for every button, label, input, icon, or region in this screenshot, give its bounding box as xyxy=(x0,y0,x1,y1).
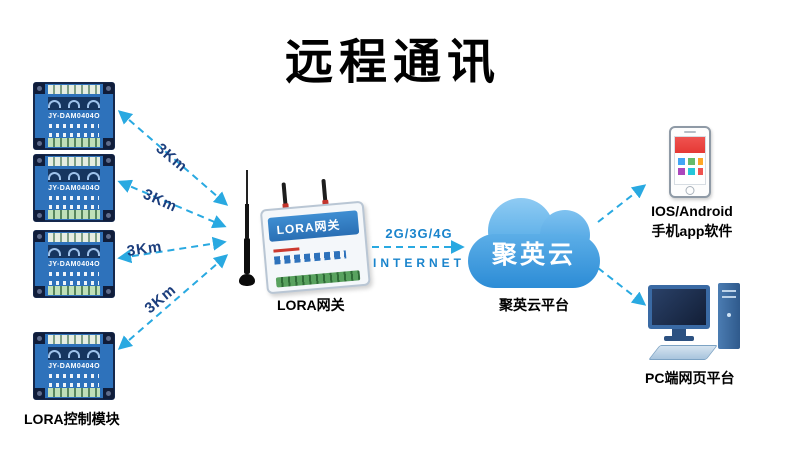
module-model-label: JY-DAM0404O xyxy=(48,113,100,120)
corner-screw-icon xyxy=(103,333,114,344)
corner-screw-icon xyxy=(103,286,114,297)
signal-arc-icon xyxy=(48,248,61,256)
pc-label: PC端网页平台 xyxy=(645,370,735,386)
module-model-label: JY-DAM0404O xyxy=(48,261,100,268)
phone-icon xyxy=(669,126,711,198)
arrow-module2-gateway xyxy=(117,179,227,229)
signal-arc-icon xyxy=(48,350,61,358)
corner-screw-icon xyxy=(34,155,45,166)
modules-label: LORA控制模块 xyxy=(24,411,120,427)
antenna-icon xyxy=(238,170,256,290)
module-header-band xyxy=(48,169,101,182)
module-model-label: JY-DAM0404O xyxy=(48,185,100,192)
pc-monitor-icon xyxy=(648,285,710,329)
corner-screw-icon xyxy=(103,155,114,166)
gateway-header-band: LORA网关 xyxy=(267,210,360,242)
terminal-strip-top xyxy=(48,85,100,94)
arrow-cloud-pc xyxy=(597,267,647,306)
signal-arc-icon xyxy=(87,172,101,180)
gateway-label: LORA网关 xyxy=(277,297,345,313)
terminal-strip-top xyxy=(48,335,100,344)
signal-arc-icon xyxy=(48,172,61,180)
gateway-body: LORA网关 xyxy=(259,200,371,295)
pc-keyboard-icon xyxy=(648,345,718,360)
signal-arc-icon xyxy=(87,100,101,108)
corner-screw-icon xyxy=(103,138,114,149)
corner-screw-icon xyxy=(103,210,114,221)
lora-module-2: JY-DAM0404O xyxy=(33,154,115,222)
module-io-rows xyxy=(49,374,99,387)
lora-gateway-device: LORA网关 xyxy=(259,178,371,295)
module-header-band xyxy=(48,347,101,360)
phone-label: IOS/Android 手机app软件 xyxy=(640,202,744,241)
corner-screw-icon xyxy=(34,333,45,344)
corner-screw-icon xyxy=(34,231,45,242)
terminal-strip-top xyxy=(48,157,100,166)
arrow-cloud-phone xyxy=(597,184,647,223)
terminal-strip-bottom xyxy=(48,286,100,295)
phone-label-line1: IOS/Android xyxy=(651,203,733,219)
signal-arc-icon xyxy=(87,248,101,256)
module-io-rows xyxy=(49,272,99,285)
corner-screw-icon xyxy=(34,286,45,297)
module-model-label: JY-DAM0404O xyxy=(48,363,100,370)
signal-arc-icon xyxy=(87,350,101,358)
signal-arc-icon xyxy=(67,248,81,256)
pc-icon xyxy=(648,283,740,365)
corner-screw-icon xyxy=(34,83,45,94)
gateway-device-label: LORA网关 xyxy=(276,217,341,237)
corner-screw-icon xyxy=(34,138,45,149)
pc-tower-icon xyxy=(718,283,740,349)
terminal-strip-bottom xyxy=(48,138,100,147)
phone-speaker-icon xyxy=(684,131,696,133)
gateway-terminal-strip xyxy=(275,270,361,288)
phone-home-button-icon xyxy=(685,186,695,195)
page-title: 远程通讯 xyxy=(284,36,501,89)
signal-arc-icon xyxy=(48,100,61,108)
cloud-name: 聚英云 xyxy=(491,241,576,269)
module-io-rows xyxy=(49,196,99,209)
module-header-band xyxy=(48,245,101,258)
network-type-label: 2G/3G/4G xyxy=(385,226,453,241)
internet-label: INTERNET xyxy=(373,256,465,270)
module-header-band xyxy=(48,97,101,110)
module-io-rows xyxy=(49,124,99,137)
cloud-platform-label: 聚英云平台 xyxy=(499,297,569,313)
terminal-strip-bottom xyxy=(48,388,100,397)
lora-module-1: JY-DAM0404O xyxy=(33,82,115,150)
lora-module-4: JY-DAM0404O xyxy=(33,332,115,400)
gateway-ports xyxy=(273,240,359,266)
corner-screw-icon xyxy=(103,83,114,94)
signal-arc-icon xyxy=(67,172,81,180)
lora-module-3: JY-DAM0404O xyxy=(33,230,115,298)
signal-arc-icon xyxy=(67,100,81,108)
cloud-icon: 聚英云 xyxy=(468,198,600,292)
corner-screw-icon xyxy=(34,210,45,221)
corner-screw-icon xyxy=(103,388,114,399)
phone-screen xyxy=(674,136,706,185)
corner-screw-icon xyxy=(34,388,45,399)
terminal-strip-top xyxy=(48,233,100,242)
terminal-strip-bottom xyxy=(48,210,100,219)
phone-label-line2: 手机app软件 xyxy=(651,222,733,239)
corner-screw-icon xyxy=(103,231,114,242)
arrow-module4-gateway xyxy=(117,254,229,350)
app-grid-icon xyxy=(677,157,703,184)
signal-arc-icon xyxy=(67,350,81,358)
